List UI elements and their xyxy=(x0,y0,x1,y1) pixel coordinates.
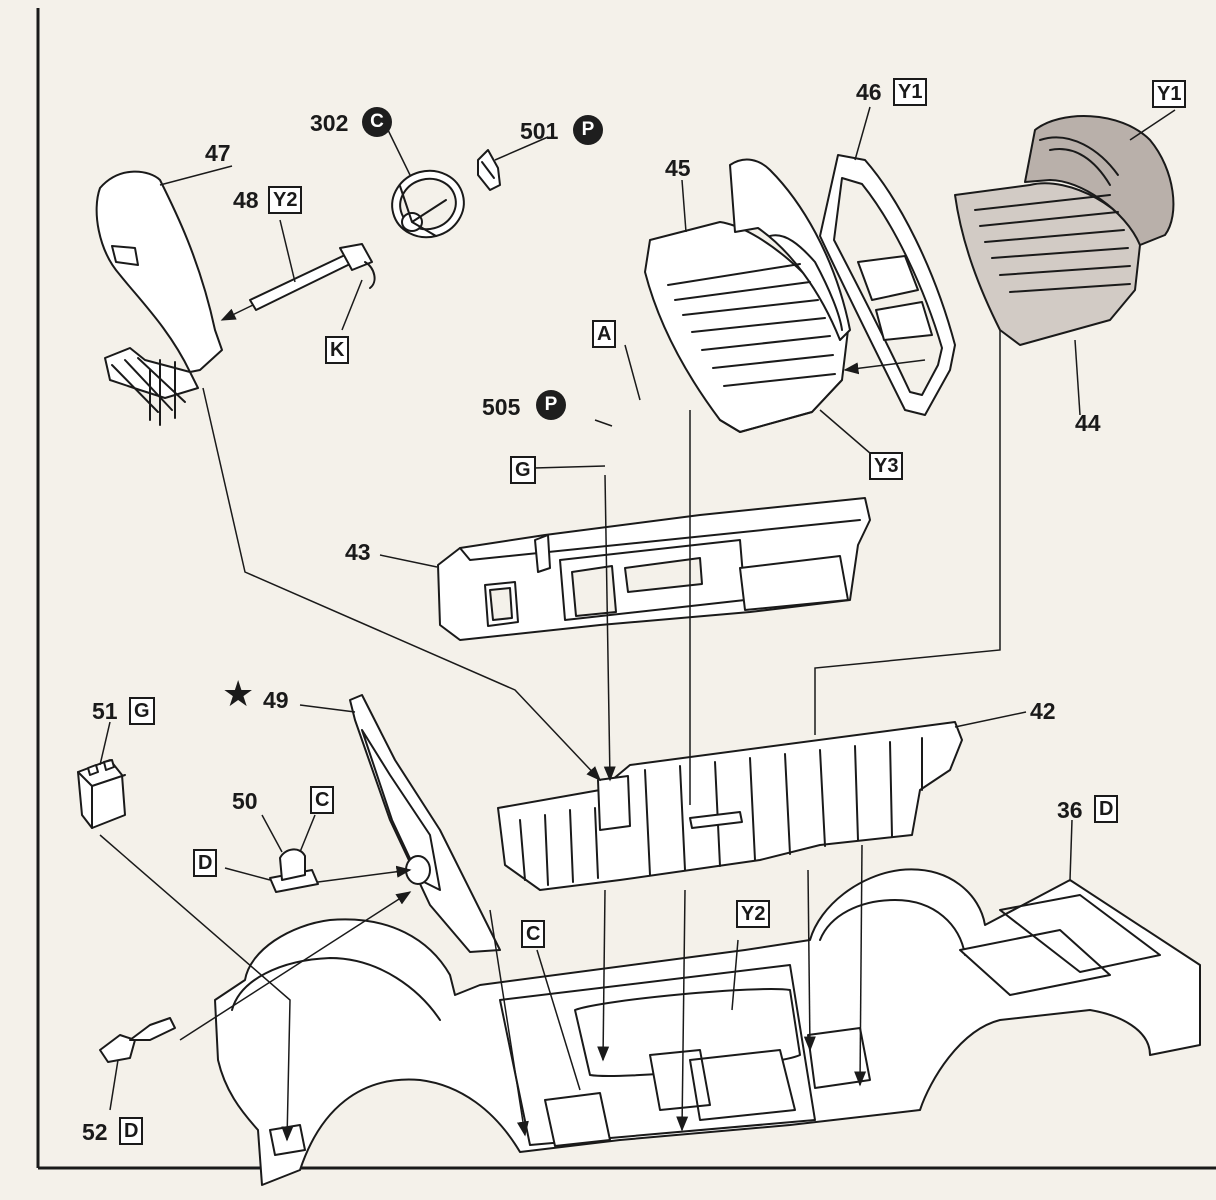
label-part-49: 49 xyxy=(263,687,289,713)
bench-seat-part-45 xyxy=(645,160,850,432)
label-floor-c: C xyxy=(521,920,546,948)
paint-badge-302: C xyxy=(362,107,392,137)
color-code-floor-y2: Y2 xyxy=(736,900,771,928)
paint-badge-505: P xyxy=(536,390,566,420)
paint-badge-501: P xyxy=(573,115,603,145)
steering-column-part-48 xyxy=(250,244,375,310)
label-part-52: 52 xyxy=(82,1119,108,1145)
label-part-44: 44 xyxy=(1075,410,1101,436)
assembly-arrows xyxy=(100,305,925,1142)
part-50 xyxy=(270,849,318,892)
leader-lines xyxy=(100,107,1175,1110)
color-code-48: Y2 xyxy=(268,186,303,214)
label-part-505: 505 xyxy=(482,394,521,420)
label-part-k: K xyxy=(325,336,350,364)
label-part-48: 48 xyxy=(233,187,259,213)
color-code-50: C xyxy=(310,786,335,814)
color-code-y3: Y3 xyxy=(869,452,904,480)
color-code-51: G xyxy=(129,697,155,725)
label-part-501: 501 xyxy=(520,118,559,144)
label-part-47: 47 xyxy=(205,140,231,166)
label-part-46: 46 xyxy=(856,79,882,105)
label-part-42: 42 xyxy=(1030,698,1056,724)
color-code-44: Y1 xyxy=(1152,80,1187,108)
label-part-43: 43 xyxy=(345,539,371,565)
label-part-51: 51 xyxy=(92,698,118,724)
label-part-50: 50 xyxy=(232,788,258,814)
color-code-36: D xyxy=(1094,795,1119,823)
rear-panel-part-42 xyxy=(498,722,962,890)
label-part-g: G xyxy=(510,456,536,484)
label-part-45: 45 xyxy=(665,155,691,181)
label-part-36: 36 xyxy=(1057,797,1083,823)
rear-seat-part-44 xyxy=(955,116,1173,345)
label-part-302: 302 xyxy=(310,110,349,136)
label-part-a: A xyxy=(592,320,617,348)
part-52 xyxy=(100,1018,175,1062)
knob-part-501 xyxy=(478,150,500,190)
door-panel-part-49 xyxy=(350,695,500,952)
dash-insert-part-43 xyxy=(438,498,870,640)
seat-back-panel-part-46 xyxy=(820,155,955,415)
label-part-d-left: D xyxy=(193,849,218,877)
battery-part-51 xyxy=(78,760,125,828)
chassis-part-36 xyxy=(215,869,1200,1185)
steering-wheel-part-302 xyxy=(385,163,472,245)
dashboard-part-47 xyxy=(97,172,222,425)
star-icon: ★ xyxy=(222,673,255,714)
color-code-46: Y1 xyxy=(893,78,928,106)
color-code-52: D xyxy=(119,1117,144,1145)
alignment-lines xyxy=(690,330,1000,805)
